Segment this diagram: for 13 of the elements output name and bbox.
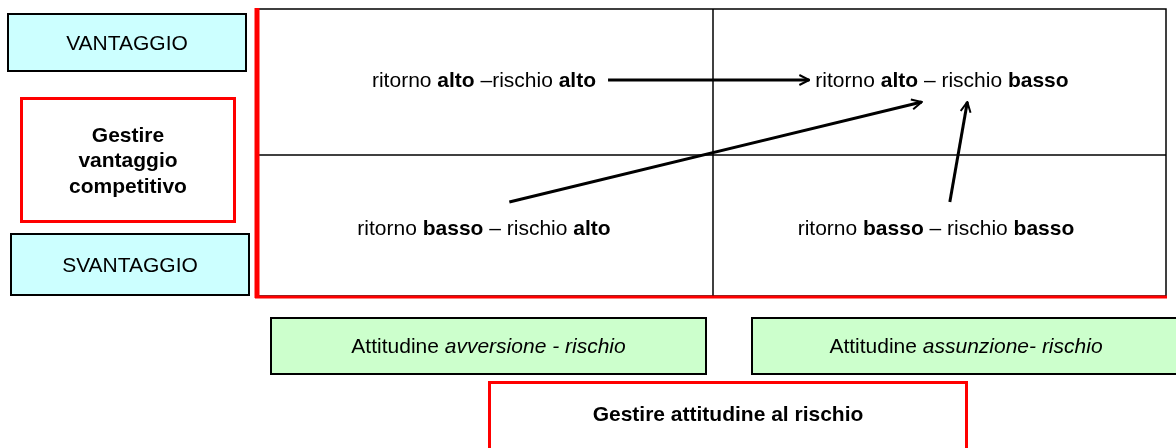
arrow bbox=[948, 101, 972, 203]
arrow bbox=[508, 98, 923, 204]
label-box: Attitudine avversione - rischio bbox=[270, 317, 707, 375]
quadrant-label: ritorno alto – rischio basso bbox=[815, 68, 1069, 92]
label-box: Attitudine assunzione- rischio bbox=[751, 317, 1176, 375]
quadrant-label: ritorno basso – rischio alto bbox=[357, 216, 611, 240]
label-box: Gestire vantaggio competitivo bbox=[20, 97, 236, 223]
label-box: VANTAGGIO bbox=[7, 13, 247, 72]
arrow bbox=[608, 74, 811, 86]
quadrant-label: ritorno basso – rischio basso bbox=[797, 216, 1075, 240]
quadrant-label: ritorno alto –rischio alto bbox=[371, 68, 597, 92]
label-box: Gestire attitudine al rischio bbox=[488, 381, 968, 448]
label-box: SVANTAGGIO bbox=[10, 233, 250, 296]
